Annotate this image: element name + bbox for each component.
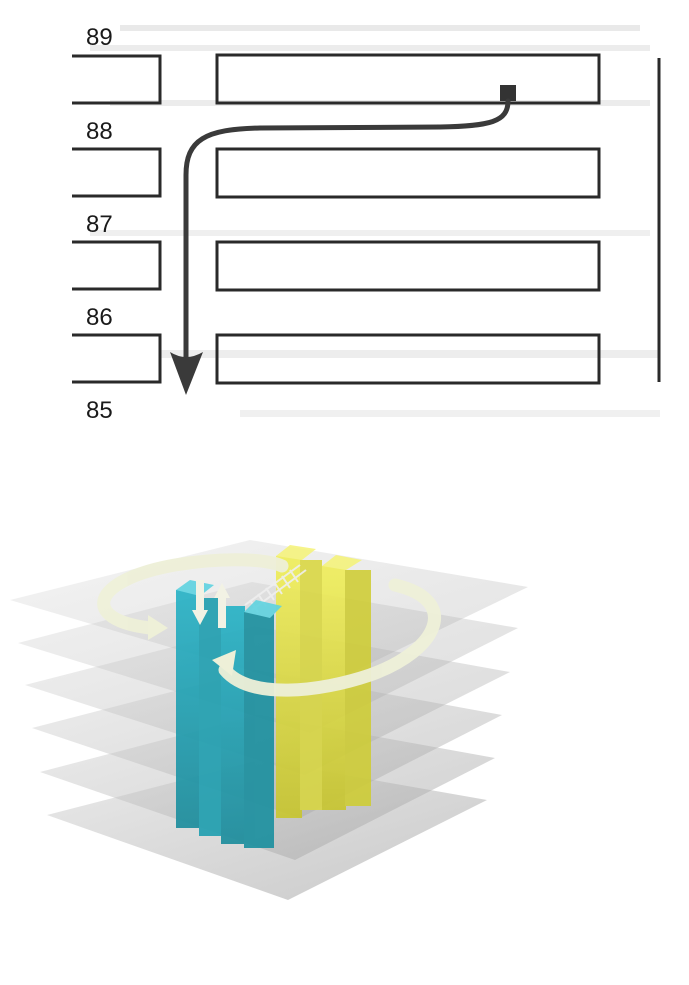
floor-86-left-stub xyxy=(72,333,162,384)
floor-label-87: 87 xyxy=(86,211,113,238)
circular-loop-arrow-icon xyxy=(97,553,441,697)
floor-89-strip xyxy=(215,53,601,105)
loop-arrow-head-right xyxy=(212,650,236,676)
floor-86-strip xyxy=(215,333,601,385)
up-down-arrows-icon xyxy=(192,580,230,628)
floor-88-strip xyxy=(215,147,601,199)
start-marker xyxy=(500,85,516,101)
floor-89-left-stub xyxy=(72,54,162,105)
curved-down-arrow-icon xyxy=(170,98,511,395)
floor-plan-diagram xyxy=(72,53,661,385)
floor-label-85: 85 xyxy=(86,397,113,424)
cyan-core xyxy=(176,580,282,848)
floor-label-89: 89 xyxy=(86,24,113,51)
floor-labels: 89 88 87 86 85 xyxy=(86,24,113,424)
floor-label-88: 88 xyxy=(86,118,113,145)
yellow-core xyxy=(276,545,371,818)
floor-label-86: 86 xyxy=(86,304,113,331)
stacked-floors-illustration xyxy=(10,540,528,900)
floor-88-left-stub xyxy=(72,147,162,198)
floor-87-left-stub xyxy=(72,240,162,291)
loop-arrow-head-left xyxy=(148,615,168,640)
floor-87-strip xyxy=(215,240,601,292)
